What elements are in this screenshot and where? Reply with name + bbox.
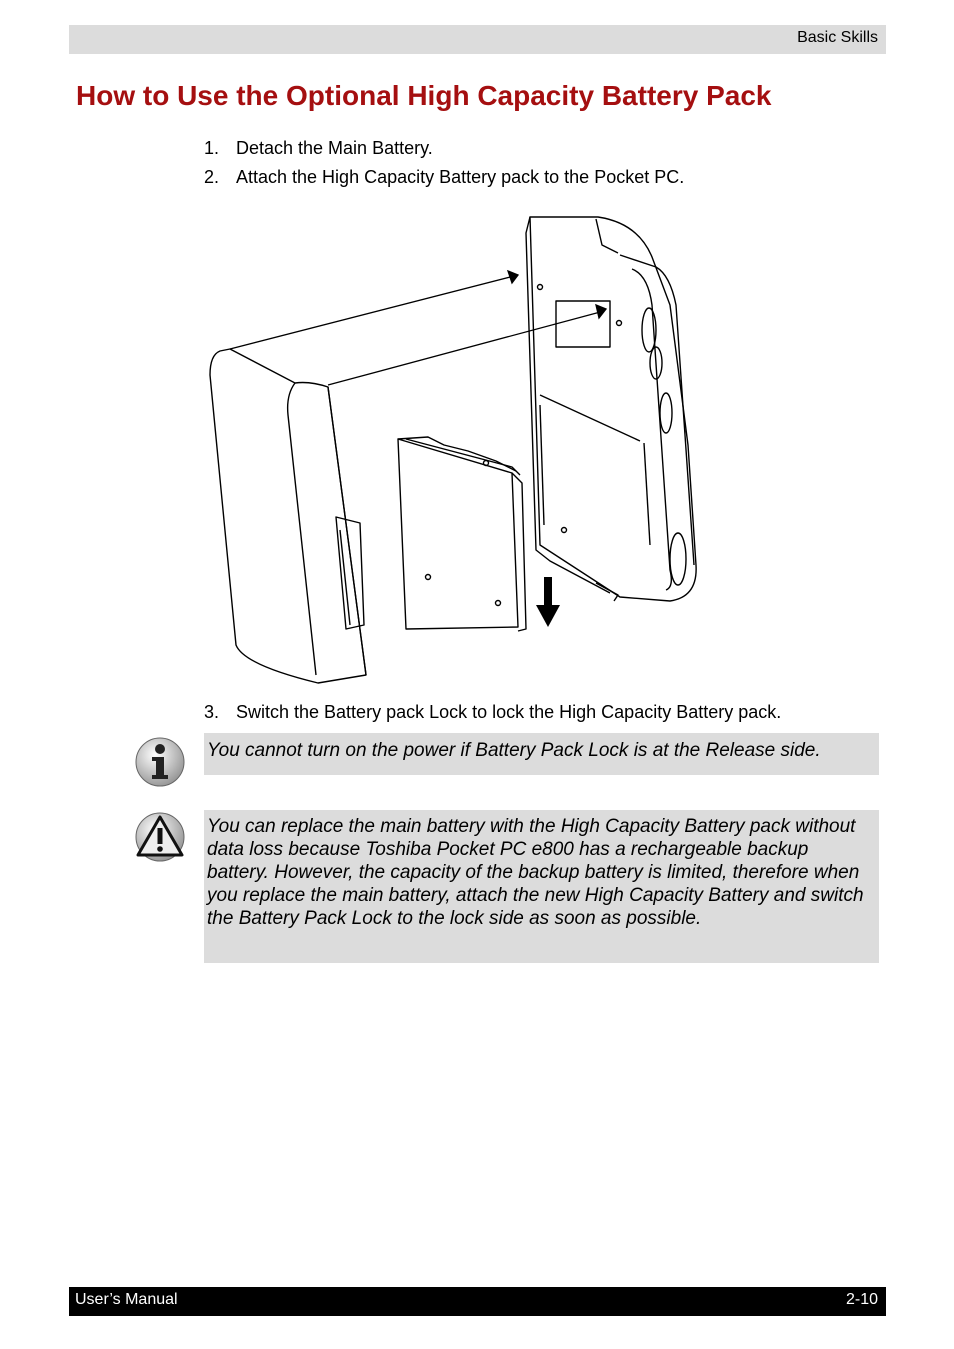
page-title: How to Use the Optional High Capacity Ba… — [76, 80, 772, 111]
caution-note: You can replace the main battery with th… — [204, 810, 879, 963]
page-number: 2-10 — [845, 1291, 878, 1308]
page-footer: User’s Manual 2-10 — [69, 1287, 886, 1316]
step-1: 1. Detach the Main Battery. — [204, 138, 433, 159]
pocket-pc-device — [525, 216, 697, 602]
page-header: Basic Skills — [69, 25, 886, 54]
step-number: 1. — [204, 138, 220, 158]
main-battery — [397, 436, 527, 632]
step-number: 2. — [204, 167, 220, 187]
step-3: 3. Switch the Battery pack Lock to lock t… — [204, 702, 781, 723]
detach-arrow — [536, 577, 560, 627]
step-text: Detach the Main Battery. — [236, 138, 433, 158]
step-2: 2. Attach the High Capacity Battery pack … — [204, 167, 684, 188]
step-text: Attach the High Capacity Battery pack to… — [236, 167, 685, 187]
step-text: Switch the Battery pack Lock to lock the… — [236, 702, 782, 722]
info-icon — [135, 737, 185, 787]
manual-name: User’s Manual — [75, 1291, 178, 1308]
warning-icon — [135, 812, 185, 862]
step-number: 3. — [204, 702, 220, 722]
attach-arrows — [229, 269, 608, 386]
section-name: Basic Skills — [797, 29, 878, 46]
high-capacity-battery-pack — [209, 348, 367, 684]
info-note: You cannot turn on the power if Battery … — [204, 733, 879, 775]
battery-installation-illustration — [209, 216, 697, 684]
